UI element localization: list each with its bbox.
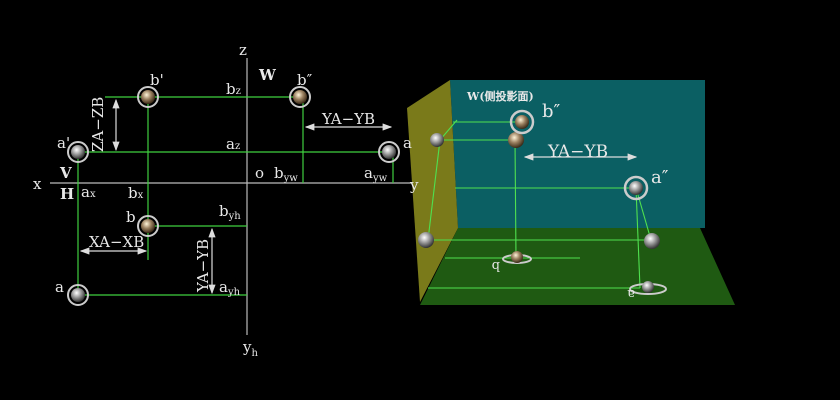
yh-label: yh bbox=[242, 338, 258, 359]
v-label: V bbox=[59, 164, 72, 182]
a-dprime-label: a bbox=[403, 134, 412, 152]
byh-label: byh bbox=[219, 202, 241, 222]
z-label: z bbox=[239, 41, 247, 59]
model-b-label: b bbox=[492, 258, 500, 273]
labels: z yh x V H W o b' b″ a' a bz az byw ayw … bbox=[33, 41, 419, 359]
ayh-label: ayh bbox=[219, 278, 241, 298]
b-prime-label: b' bbox=[150, 71, 164, 89]
w-label: W bbox=[258, 66, 277, 84]
dimension-arrows bbox=[79, 98, 393, 295]
ax-label: ax bbox=[81, 183, 96, 201]
v-plane bbox=[407, 80, 458, 302]
model-ya-yb-label: YA−YB bbox=[547, 142, 608, 162]
h-label: H bbox=[60, 185, 74, 203]
axes bbox=[50, 58, 412, 335]
bz-label: bz bbox=[226, 80, 241, 98]
model-a-dprime-label: a″ bbox=[651, 167, 669, 188]
model-a-label: a bbox=[627, 286, 635, 301]
origin-label: o bbox=[255, 164, 264, 182]
ayw-label: ayw bbox=[364, 164, 388, 184]
b-label: b bbox=[126, 208, 136, 226]
b-dprime-label: b″ bbox=[297, 71, 313, 89]
a-prime-label: a' bbox=[57, 134, 70, 152]
point-a-prime bbox=[67, 141, 89, 163]
point-a-dprime bbox=[378, 141, 400, 163]
point-b bbox=[137, 215, 159, 237]
byw-label: byw bbox=[274, 164, 298, 184]
az-label: az bbox=[226, 135, 240, 153]
a-label: a bbox=[55, 278, 64, 296]
dim-ya-yb-bottom: YA−YB bbox=[194, 239, 212, 293]
dim-ya-yb-top: YA−YB bbox=[321, 110, 375, 128]
model-b-dprime-label: b″ bbox=[542, 101, 561, 122]
point-b-prime bbox=[137, 86, 159, 108]
3d-model: W(侧投影面) b″ a″ YA−YB b a bbox=[407, 80, 735, 305]
yw-label: y bbox=[409, 176, 419, 194]
point-b-dprime bbox=[289, 86, 311, 108]
dim-xa-xb: XA−XB bbox=[89, 233, 144, 251]
x-label: x bbox=[33, 175, 42, 193]
w-plane-label: W(侧投影面) bbox=[466, 89, 534, 103]
point-a bbox=[67, 284, 89, 306]
bx-label: bx bbox=[128, 184, 144, 202]
dim-za-zb: ZA−ZB bbox=[89, 97, 107, 152]
